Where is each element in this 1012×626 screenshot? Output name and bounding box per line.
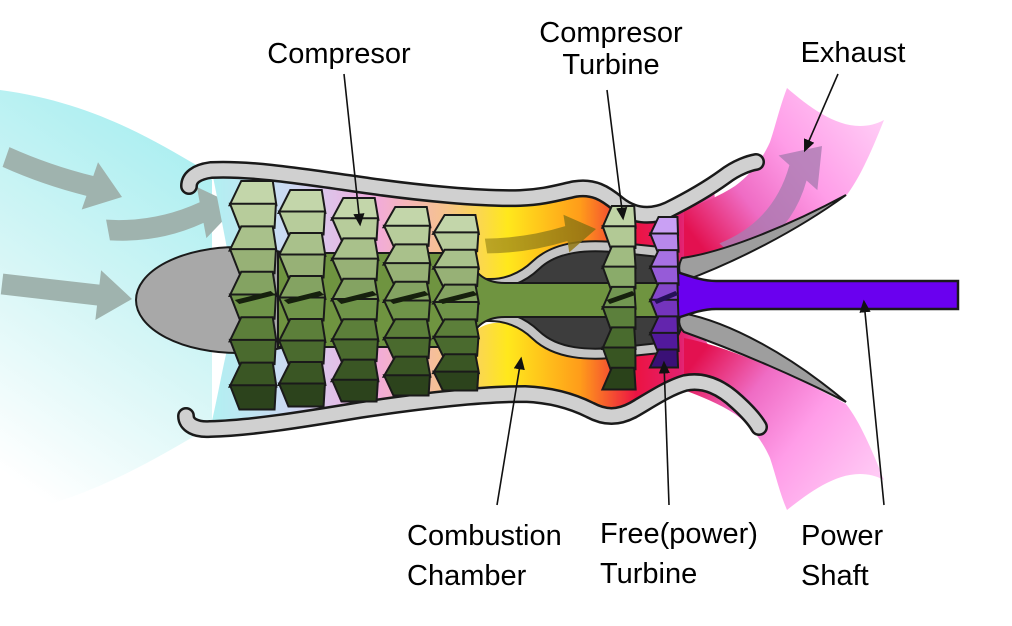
exhaust-flow-arrow: [719, 146, 822, 259]
label-combustion-chamber-line2: Chamber: [407, 560, 527, 592]
power-shaft: [669, 269, 960, 321]
blade-segment: [277, 253, 327, 279]
blade-segment: [648, 331, 680, 352]
blade-segment: [601, 346, 637, 371]
intake-arrow-middle: [106, 187, 237, 241]
label-power-shaft-line2: Shaft: [801, 560, 869, 592]
blade-segment: [382, 336, 432, 360]
blade-segment: [382, 299, 432, 322]
blade-segment: [330, 378, 380, 403]
label-compressor-turbine-line1: Compresor: [539, 17, 683, 49]
blade-root-seam: [438, 291, 478, 304]
blade-segment: [431, 231, 480, 253]
label-free-power-turbine-line2: Turbine: [600, 558, 697, 590]
blade-segment: [601, 306, 637, 330]
label-leader-lines: [343, 73, 885, 506]
blade-segment: [601, 225, 637, 249]
blade-segment: [382, 262, 432, 285]
label-combustion-chamber-line1: Combustion: [407, 520, 562, 552]
blade-segment: [600, 366, 637, 391]
exhaust-arrow: [719, 146, 822, 259]
blade-segment: [382, 374, 432, 397]
compressor-stage-3: [329, 197, 380, 403]
exhaust-duct-lower: [678, 311, 847, 403]
leader-compressor-turbine: [606, 89, 628, 221]
blade-segment: [330, 257, 380, 282]
combustion-flow-arrow: [484, 214, 596, 254]
label-free-power-turbine-line1: Free(power): [600, 518, 758, 550]
blade-segment: [382, 224, 432, 247]
blade-segment: [228, 338, 278, 366]
blade-root-seam: [336, 291, 378, 304]
blade-root-seam: [606, 291, 636, 304]
leader-compressor: [343, 73, 365, 227]
blade-segment: [431, 335, 480, 357]
leader-exhaust: [804, 73, 839, 153]
blade-segment: [277, 382, 327, 408]
leader-free-power-turbine: [658, 360, 670, 506]
intake-arrow-bottom: [0, 270, 132, 320]
blade-stacks: [228, 180, 680, 411]
leader-combustion-chamber: [496, 356, 525, 506]
engine-casing-lower: [179, 375, 766, 436]
blade-root-seam: [283, 291, 325, 304]
free-power-turbine-blades: [648, 216, 680, 369]
label-compressor-turbine-line2: Turbine: [562, 49, 659, 81]
blade-segment: [330, 298, 380, 322]
engine-casing-upper: [182, 155, 763, 222]
blade-segment: [228, 248, 278, 275]
blade-root-seam: [388, 291, 430, 304]
blade-segment: [228, 202, 278, 229]
label-power-shaft-line1: Power: [801, 520, 884, 552]
blade-segment: [228, 384, 278, 411]
leader-power-shaft: [859, 299, 885, 506]
compressor-turbine-blades: [600, 205, 637, 391]
compressor-stage-5: [431, 214, 481, 392]
combustor-arrow: [484, 214, 596, 254]
blade-segment: [648, 232, 680, 253]
compressor-stage-4: [381, 206, 432, 397]
compressor-stage-1: [228, 180, 278, 411]
blade-segment: [277, 339, 327, 365]
intake-air-arrows: [0, 147, 237, 320]
intake-arrow-top: [2, 147, 123, 210]
blade-segment: [648, 265, 680, 286]
blade-segment: [431, 301, 480, 322]
blade-segment: [431, 370, 480, 392]
blade-root-seam: [234, 291, 276, 304]
blade-segment: [431, 266, 480, 288]
label-exhaust: Exhaust: [801, 37, 906, 69]
blade-segment: [330, 338, 380, 363]
blade-segment: [601, 265, 637, 290]
blade-segment: [648, 348, 680, 369]
label-compressor: Compresor: [267, 38, 411, 70]
blade-segment: [277, 210, 327, 236]
exhaust-plume-lower: [684, 338, 884, 510]
exhaust-plume-upper: [684, 88, 884, 262]
compressor-stage-2: [276, 189, 327, 408]
blade-root-seam: [653, 291, 679, 304]
blade-segment: [648, 298, 680, 319]
